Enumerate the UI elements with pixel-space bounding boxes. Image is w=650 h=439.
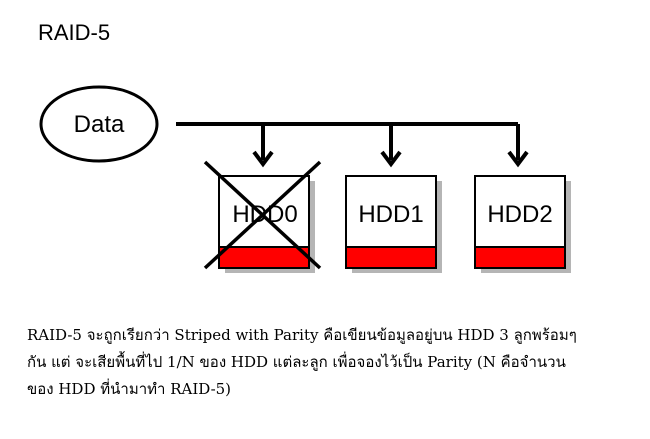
data-source-ellipse [39,85,159,163]
parity-block-hdd2 [476,247,564,267]
parity-block-hdd0 [220,247,308,267]
disk-label-hdd2: HDD2 [487,201,552,228]
failed-cross-icon [203,160,322,270]
disk-hdd2: HDD2 [474,175,571,273]
caption-line-2: กัน แต่ จะเสียพื้นที่ไป 1/N ของ HDD แต่ล… [27,353,566,371]
disk-hdd1: HDD1 [345,175,442,273]
raid5-diagram: Data HDD0 HDD1 HDD [39,85,571,273]
arrow-to-hdd1 [380,124,402,168]
caption-line-3: ของ HDD ที่นำมาทำ RAID-5) [27,380,232,398]
caption-line-1: RAID-5 จะถูกเรียกว่า Striped with Parity… [27,326,577,344]
disk-hdd0: HDD0 [203,160,322,273]
diagram-title: RAID-5 [38,20,111,45]
arrow-to-hdd2 [507,124,529,168]
data-source-label: Data [74,111,125,138]
parity-block-hdd1 [347,247,435,267]
disk-label-hdd1: HDD1 [358,201,423,228]
caption-paragraph: RAID-5 จะถูกเรียกว่า Striped with Parity… [27,322,637,403]
arrow-to-hdd0 [252,124,274,168]
